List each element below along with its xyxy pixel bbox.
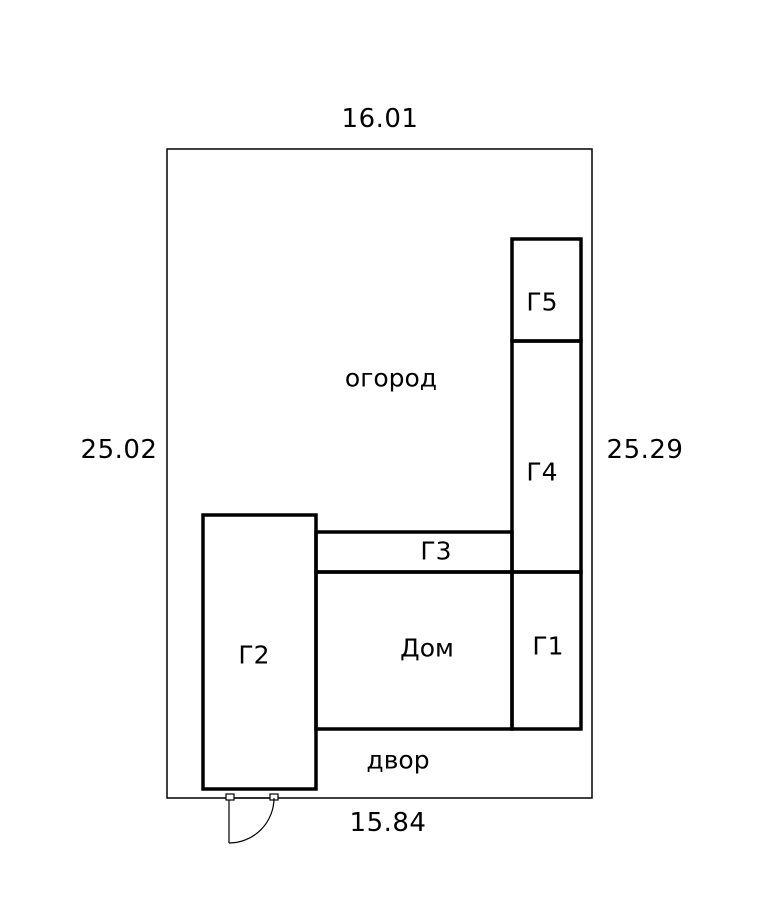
plot-boundary	[166, 148, 593, 799]
house-label: Дом	[400, 633, 454, 663]
building-g2-label: Г2	[238, 640, 270, 670]
dimension-top-label: 16.01	[341, 104, 419, 134]
gate-symbol	[225, 793, 279, 844]
building-g5-label: Г5	[526, 287, 558, 317]
building-g3-outline	[314, 530, 514, 574]
building-g3-label: Г3	[420, 536, 452, 566]
garden-label: огород	[344, 363, 438, 393]
building-g5-outline	[510, 237, 583, 343]
dimension-left-label: 25.02	[80, 435, 158, 465]
building-g4-outline	[510, 339, 583, 574]
building-g1-label: Г1	[532, 631, 564, 661]
building-g4-label: Г4	[526, 457, 558, 487]
dimension-right-label: 25.29	[606, 435, 684, 465]
yard-label: двор	[366, 745, 430, 775]
dimension-bottom-label: 15.84	[349, 808, 427, 838]
